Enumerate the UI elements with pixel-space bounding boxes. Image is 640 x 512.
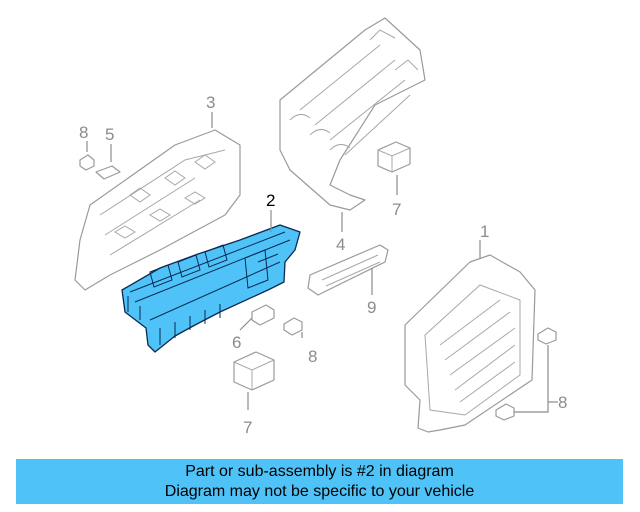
callout-6: 6 [232, 333, 241, 352]
part-8-clip-a [79, 154, 95, 171]
callout-5: 5 [105, 125, 114, 144]
part-8-clip-b [283, 317, 303, 336]
part-7-relay-upper [377, 141, 411, 173]
callout-1: 1 [480, 222, 489, 241]
info-banner: Part or sub-assembly is #2 in diagram Di… [16, 459, 623, 504]
part-7-relay-lower [233, 351, 275, 391]
banner-line-1: Part or sub-assembly is #2 in diagram [185, 462, 454, 480]
part-8-clip-d [495, 403, 515, 421]
part-6-connector [251, 304, 275, 326]
parts-diagram: 1 2 3 4 5 6 7 7 8 8 8 9 [74, 17, 567, 437]
part-1-cover [404, 254, 536, 433]
callout-3: 3 [206, 93, 215, 112]
part-5-clip [95, 165, 121, 180]
callout-8-right: 8 [558, 393, 567, 412]
callout-8-top-left: 8 [79, 123, 88, 142]
callout-8-center: 8 [308, 347, 317, 366]
callout-4: 4 [336, 235, 345, 254]
banner-line-2: Diagram may not be specific to your vehi… [164, 482, 475, 500]
part-3-fuse-box [74, 129, 241, 291]
part-8-clip-c [537, 327, 557, 345]
callout-2: 2 [266, 191, 275, 210]
callout-7-upper: 7 [392, 200, 401, 219]
leader-lines [86, 112, 558, 413]
callout-numbers: 1 2 3 4 5 6 7 7 8 8 8 9 [79, 93, 567, 437]
part-2-highlighted-module [121, 224, 301, 353]
callout-7-lower: 7 [243, 418, 252, 437]
callout-9: 9 [367, 298, 376, 317]
part-9-fuse-strip [307, 244, 389, 296]
part-4-relay-carrier [279, 17, 426, 211]
